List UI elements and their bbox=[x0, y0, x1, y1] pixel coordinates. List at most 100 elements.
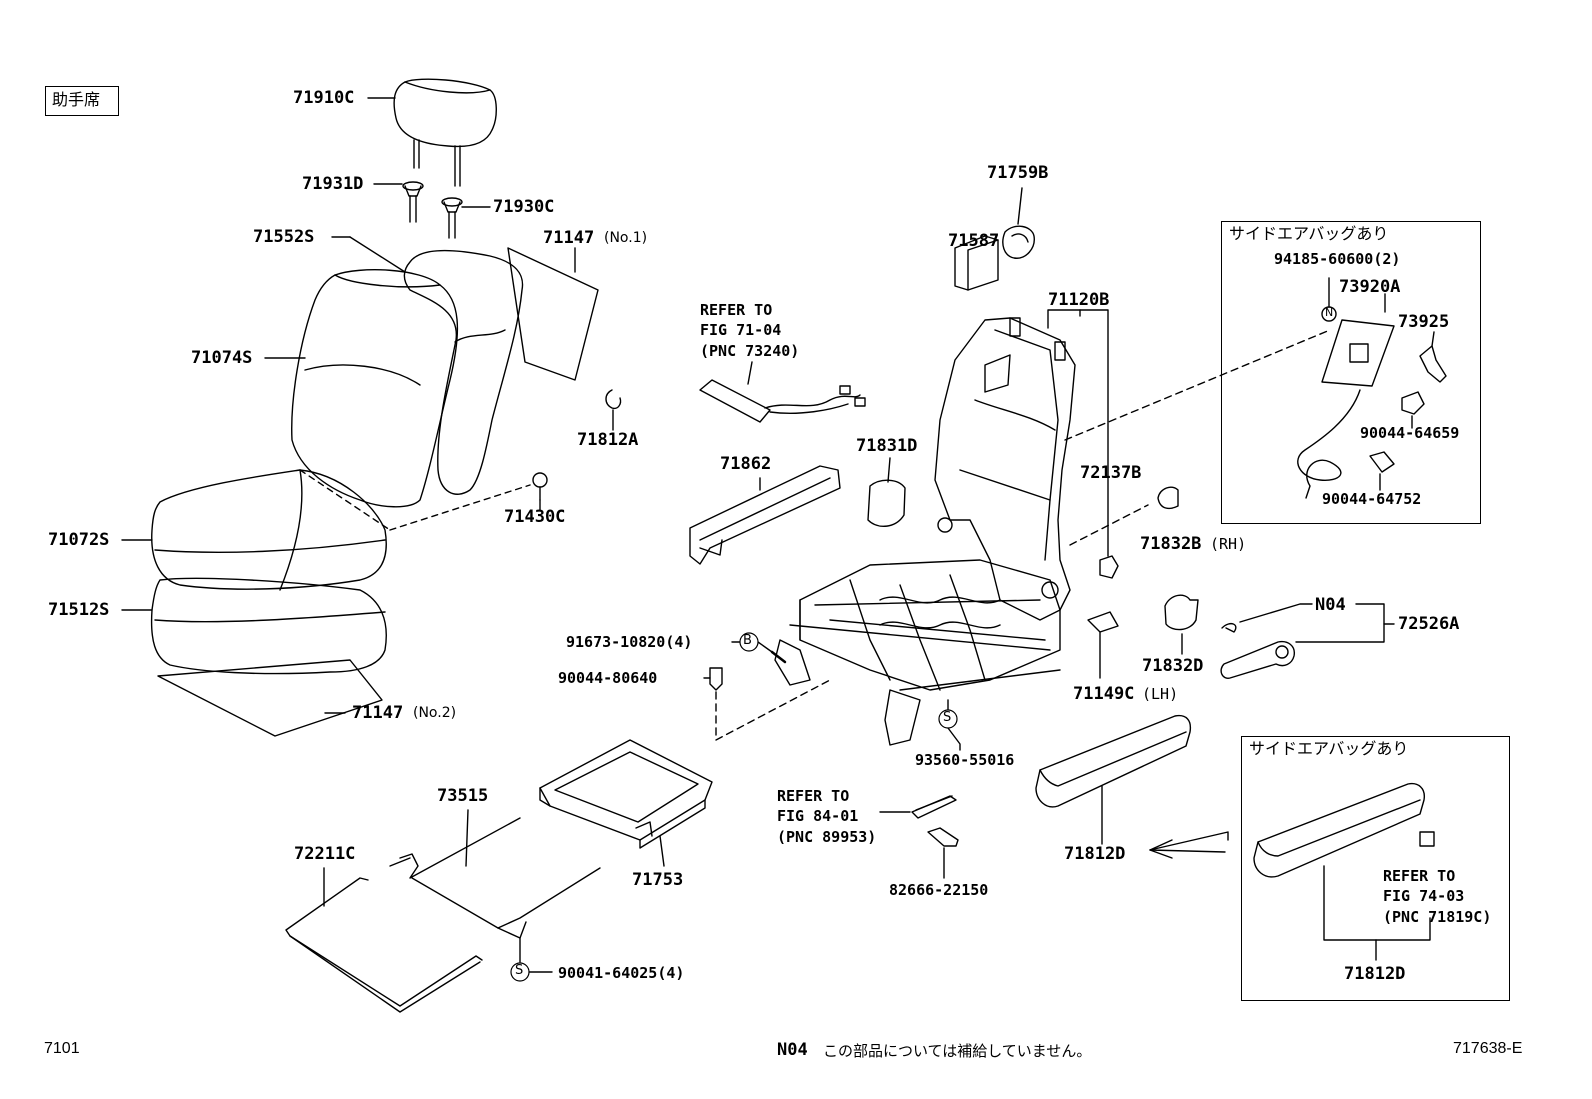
label-71149c-suffix: (LH) bbox=[1142, 685, 1179, 703]
airbag-inset-drawing bbox=[1297, 277, 1447, 499]
label-71552s[interactable]: 71552S bbox=[253, 227, 315, 247]
label-71832d[interactable]: 71832D bbox=[1142, 656, 1204, 676]
label-71512s[interactable]: 71512S bbox=[48, 600, 110, 620]
label-71753[interactable]: 71753 bbox=[632, 870, 684, 890]
refer-note-71819c-line1: REFER TO bbox=[1383, 867, 1456, 885]
label-71147-no2[interactable]: 71147 bbox=[352, 703, 404, 723]
label-91673[interactable]: 91673-10820(4) bbox=[566, 633, 693, 651]
cushion-cover-drawing bbox=[150, 577, 387, 675]
clip-80640-drawing bbox=[709, 667, 723, 691]
label-93560[interactable]: 93560-55016 bbox=[915, 751, 1015, 769]
label-71147-no1-suffix: (No.1) bbox=[604, 230, 648, 246]
footer-right-code: 717638-E bbox=[1453, 1040, 1523, 1057]
knob-71759b-drawing bbox=[1002, 225, 1035, 259]
cover-71832d-drawing bbox=[1164, 594, 1199, 631]
hog-ring-drawing bbox=[532, 472, 548, 501]
label-90044-64659[interactable]: 90044-64659 bbox=[1360, 424, 1460, 442]
label-90044-80640[interactable]: 90044-80640 bbox=[558, 669, 658, 687]
footer-note-text: この部品については補給していません。 bbox=[823, 1042, 1092, 1060]
marker-s-letter-2: S bbox=[515, 963, 524, 978]
label-73920a[interactable]: 73920A bbox=[1339, 277, 1401, 297]
n04-clip-drawing bbox=[1221, 622, 1237, 633]
label-71910c[interactable]: 71910C bbox=[293, 88, 355, 108]
label-inset-71812d[interactable]: 71812D bbox=[1344, 964, 1406, 984]
pad-no2-drawing bbox=[157, 659, 383, 737]
wire-73515-drawing bbox=[389, 817, 601, 939]
label-71147-no2-suffix: (No.2) bbox=[413, 705, 457, 721]
label-90041[interactable]: 90041-64025(4) bbox=[558, 964, 685, 982]
seat-label-box bbox=[45, 86, 119, 116]
refer-note-89953-line1: REFER TO bbox=[777, 787, 850, 805]
label-82666[interactable]: 82666-22150 bbox=[889, 881, 989, 899]
bracket-71862-drawing bbox=[689, 465, 841, 565]
refer-note-73240[interactable]: REFER TO FIG 71-04 (PNC 73240) bbox=[700, 300, 799, 361]
refer-note-89953[interactable]: REFER TO FIG 84-01 (PNC 89953) bbox=[777, 786, 876, 847]
label-72526a[interactable]: 72526A bbox=[1398, 614, 1460, 634]
guide-lh-drawing bbox=[402, 181, 424, 223]
shield-71812d-drawing bbox=[1035, 714, 1192, 808]
label-71120b[interactable]: 71120B bbox=[1048, 290, 1110, 310]
label-94185[interactable]: 94185-60600(2) bbox=[1274, 250, 1401, 268]
label-71930c[interactable]: 71930C bbox=[493, 197, 555, 217]
label-72137b[interactable]: 72137B bbox=[1080, 463, 1142, 483]
label-71149c[interactable]: 71149C bbox=[1073, 684, 1135, 704]
clip-71812a-drawing bbox=[605, 389, 622, 410]
label-71931d[interactable]: 71931D bbox=[302, 174, 364, 194]
refer-note-89953-line2: FIG 84-01 bbox=[777, 807, 859, 826]
airbag-inset-title: サイドエアバッグあり bbox=[1229, 224, 1389, 243]
footer-note-code: N04 bbox=[777, 1040, 808, 1060]
screw-s-marker bbox=[938, 709, 958, 729]
refer-note-73240-line3: (PNC 73240) bbox=[700, 341, 800, 360]
cover-71831d-drawing bbox=[867, 479, 906, 527]
bolt-b-marker bbox=[739, 632, 759, 652]
seat-frame-drawing bbox=[774, 317, 1076, 746]
label-71587[interactable]: 71587 bbox=[948, 231, 1000, 251]
seat-label: 助手席 bbox=[52, 90, 101, 109]
clip-s-marker bbox=[510, 962, 530, 982]
label-71072s[interactable]: 71072S bbox=[48, 530, 110, 550]
label-n04[interactable]: N04 bbox=[1315, 595, 1346, 615]
refer-note-89953-line3: (PNC 89953) bbox=[777, 827, 877, 846]
marker-b-letter: B bbox=[743, 633, 752, 648]
shield-inset-drawing bbox=[1253, 782, 1435, 961]
refer-note-71819c[interactable]: REFER TO FIG 74-03 (PNC 71819C) bbox=[1383, 866, 1491, 927]
connector-89953-drawing bbox=[911, 795, 957, 819]
wire-72211c-drawing bbox=[285, 877, 483, 1013]
label-72211c[interactable]: 72211C bbox=[294, 844, 356, 864]
label-73925[interactable]: 73925 bbox=[1398, 312, 1450, 332]
cover-71149c-drawing bbox=[1087, 611, 1119, 633]
pad-no1-drawing bbox=[507, 247, 599, 381]
back-cover-drawing bbox=[403, 249, 524, 495]
label-71812a[interactable]: 71812A bbox=[577, 430, 639, 450]
label-71074s[interactable]: 71074S bbox=[191, 348, 253, 368]
headrest-drawing bbox=[393, 78, 497, 187]
lever-72526a-drawing bbox=[1220, 640, 1295, 679]
label-71812d[interactable]: 71812D bbox=[1064, 844, 1126, 864]
cover-71832b-drawing bbox=[1157, 486, 1179, 510]
label-71831d[interactable]: 71831D bbox=[856, 436, 918, 456]
refer-note-71819c-line2: FIG 74-03 bbox=[1383, 887, 1465, 906]
back-cushion-drawing bbox=[291, 269, 459, 508]
label-71147-no1[interactable]: 71147 bbox=[543, 228, 595, 248]
bracket-72137b-drawing bbox=[1099, 555, 1119, 579]
buckle-cable-drawing bbox=[699, 379, 866, 423]
refer-note-71819c-line3: (PNC 71819C) bbox=[1383, 907, 1492, 926]
clip-82666-drawing bbox=[927, 827, 959, 847]
label-73515[interactable]: 73515 bbox=[437, 786, 489, 806]
label-71430c[interactable]: 71430C bbox=[504, 507, 566, 527]
refer-note-73240-line2: FIG 71-04 bbox=[700, 321, 782, 340]
tray-71753-drawing bbox=[539, 739, 713, 849]
label-71832b[interactable]: 71832B bbox=[1140, 534, 1202, 554]
label-90044-64752[interactable]: 90044-64752 bbox=[1322, 490, 1422, 508]
refer-note-73240-line1: REFER TO bbox=[700, 301, 773, 319]
shield-inset-title: サイドエアバッグあり bbox=[1249, 739, 1409, 758]
label-71862[interactable]: 71862 bbox=[720, 454, 772, 474]
cushion-drawing bbox=[151, 469, 387, 591]
marker-n-letter: N bbox=[1325, 306, 1334, 319]
shield-inset-box bbox=[1241, 736, 1510, 1001]
guide-rh-drawing bbox=[441, 197, 463, 239]
label-71759b[interactable]: 71759B bbox=[987, 163, 1049, 183]
cover-71587-drawing bbox=[954, 235, 999, 291]
